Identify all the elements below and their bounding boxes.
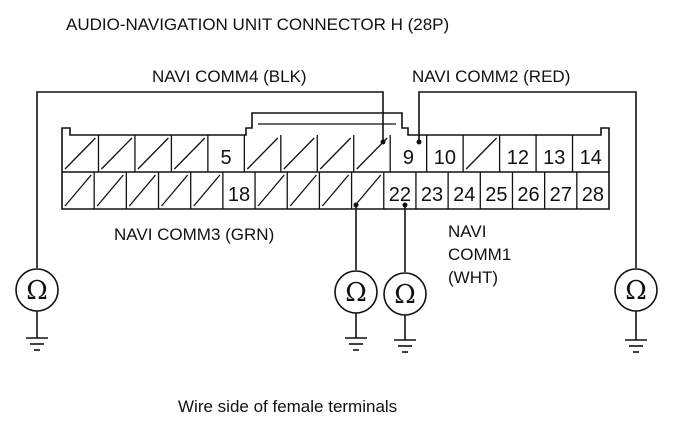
terminal-10-dot [416, 139, 422, 145]
ohmmeter-icon: Ω [383, 272, 427, 316]
unused-cavity-slash [64, 174, 92, 207]
wire-navi-comm2 [418, 91, 637, 268]
connector-bottom-row: 18 22 23 24 25 26 27 28 [64, 172, 604, 209]
unused-cavity-slash [465, 137, 498, 170]
terminal-number-28: 28 [582, 184, 604, 206]
svg-text:Ω: Ω [26, 276, 48, 306]
terminal-number-23: 23 [421, 184, 443, 206]
diagram-caption: Wire side of female terminals [178, 397, 397, 416]
unused-cavity-slash [128, 174, 157, 207]
connector-top-row: 5 9 10 12 13 14 [64, 135, 602, 172]
terminal-number-5: 5 [221, 147, 232, 169]
ground-icon [345, 337, 367, 351]
svg-text:Ω: Ω [345, 278, 367, 308]
unused-cavity-slash [137, 137, 169, 170]
unused-cavity-slash [354, 174, 382, 207]
label-navi-comm3: NAVI COMM3 (GRN) [114, 225, 274, 244]
label-navi-comm2: NAVI COMM2 (RED) [412, 67, 570, 86]
unused-cavity-slash [257, 174, 285, 207]
connector-housing [61, 112, 610, 210]
svg-text:Ω: Ω [625, 276, 647, 306]
terminal-number-18: 18 [228, 184, 250, 206]
terminal-number-22: 22 [389, 184, 411, 206]
svg-text:Ω: Ω [394, 280, 416, 310]
terminal-23-dot [402, 202, 408, 208]
unused-cavity-slash [289, 174, 317, 207]
terminal-number-25: 25 [485, 184, 507, 206]
terminal-22-dot [353, 202, 359, 208]
label-navi-comm4: NAVI COMM4 (BLK) [152, 67, 307, 86]
unused-cavity-slash [96, 174, 124, 207]
terminal-number-27: 27 [550, 184, 572, 206]
wire-navi-comm4 [36, 91, 384, 268]
ground-icon [394, 339, 416, 353]
unused-cavity-slash [193, 174, 221, 207]
label-navi-comm1-line1: NAVI [448, 222, 486, 241]
terminal-number-14: 14 [580, 147, 602, 169]
unused-cavity-slash [101, 137, 133, 170]
terminal-number-10: 10 [434, 147, 456, 169]
label-navi-comm1-line3: (WHT) [448, 268, 498, 287]
ground-icon [26, 337, 48, 351]
unused-cavity-slash [173, 137, 206, 170]
terminal-9-dot [380, 139, 386, 145]
terminal-number-13: 13 [543, 147, 565, 169]
unused-cavity-slash [283, 137, 315, 170]
unused-cavity-slash [64, 137, 96, 170]
unused-cavity-slash [319, 137, 352, 170]
terminal-number-24: 24 [453, 184, 475, 206]
diagram-title: AUDIO-NAVIGATION UNIT CONNECTOR H (28P) [66, 15, 449, 34]
ohmmeter-icon: Ω [15, 268, 59, 312]
ohmmeter-icon: Ω [334, 270, 378, 314]
label-navi-comm1-line2: COMM1 [448, 245, 511, 264]
unused-cavity-slash [321, 174, 350, 207]
ohmmeter-icon: Ω [614, 268, 658, 312]
unused-cavity-slash [161, 174, 189, 207]
unused-cavity-slash [246, 137, 279, 170]
terminal-number-9: 9 [403, 147, 414, 169]
ground-icon [625, 339, 647, 353]
terminal-number-12: 12 [507, 147, 529, 169]
terminal-number-26: 26 [517, 184, 539, 206]
